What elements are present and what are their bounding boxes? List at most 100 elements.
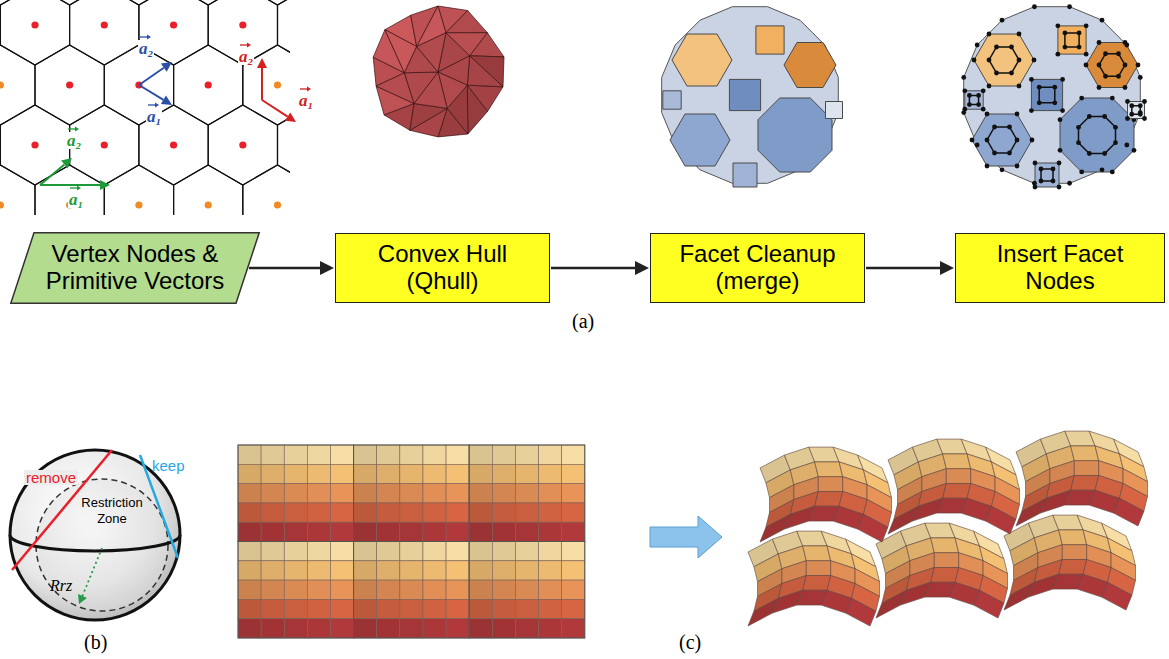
grid-cell	[562, 580, 585, 599]
boundary-point	[274, 81, 281, 88]
deformed-cell	[1102, 582, 1132, 610]
grid-cell	[238, 464, 261, 483]
facet-node	[1084, 52, 1089, 57]
deformed-cell	[803, 546, 831, 561]
grid-cell	[307, 445, 330, 464]
deformed-cell	[818, 477, 842, 492]
facet-node	[1017, 58, 1022, 63]
facet-node	[1076, 125, 1081, 130]
deformed-cell	[1071, 476, 1099, 491]
vector-arrow-mark	[70, 187, 78, 188]
grid-cell	[354, 561, 377, 580]
facet-node	[1017, 32, 1022, 37]
deformed-cell	[1062, 545, 1086, 560]
facet-node	[1102, 151, 1107, 156]
grid-cell	[238, 561, 261, 580]
facet-ring	[1065, 33, 1079, 47]
grid-cell	[354, 580, 377, 599]
deformed-cell	[931, 568, 959, 583]
facet-face	[663, 91, 681, 109]
facet-node	[1009, 45, 1014, 50]
grid-cell	[261, 580, 284, 599]
grid-cell	[446, 522, 469, 541]
hexagon-cell	[0, 0, 69, 65]
hexagon-cell	[208, 0, 277, 65]
deformed-cell	[934, 553, 958, 568]
vertex-node	[1032, 181, 1037, 186]
facet-node	[1063, 31, 1068, 36]
grid-block	[469, 445, 585, 542]
arrowhead	[940, 261, 954, 275]
vector-arrow-mark-head	[75, 127, 79, 132]
grid-cell	[492, 561, 515, 580]
boundary-point	[0, 201, 4, 208]
green-vector-head	[61, 158, 72, 168]
grid-cell	[261, 599, 284, 618]
grid-cell	[238, 445, 261, 464]
grid-cell	[261, 484, 284, 503]
node-label: Insert Facet Nodes	[966, 241, 1154, 295]
grid-cell	[330, 599, 353, 618]
grid-cell	[377, 522, 400, 541]
facet-node	[1129, 112, 1134, 117]
grid-cell	[562, 484, 585, 503]
red-vector	[261, 68, 263, 100]
arrowhead	[635, 261, 649, 275]
restriction-zone-circle	[36, 479, 168, 611]
vertex-node	[1067, 181, 1072, 186]
grid-cell	[307, 542, 330, 561]
annotation-label: keep	[152, 458, 185, 473]
grid-cell	[469, 522, 492, 541]
node-label: Facet Cleanup (merge)	[661, 241, 854, 295]
grid-cell	[400, 542, 423, 561]
facet-node	[1017, 84, 1022, 89]
grid-cell	[423, 464, 446, 483]
grid-cell	[446, 599, 469, 618]
facet-ring	[1099, 54, 1125, 77]
grid-cell	[492, 503, 515, 522]
grid-cell	[307, 619, 330, 638]
grid-cell	[307, 484, 330, 503]
grid-cell	[469, 580, 492, 599]
hull-triangle	[446, 11, 487, 33]
hexagon-cell	[278, 105, 291, 185]
facet-node	[1007, 125, 1012, 130]
hexagon-cell	[35, 0, 104, 5]
grid-cell	[330, 445, 353, 464]
hexagon-cell	[0, 45, 35, 125]
deformed-cell	[1074, 461, 1098, 476]
facet-node	[1129, 103, 1134, 108]
grid-cell	[515, 445, 538, 464]
facet-ring	[1041, 169, 1053, 181]
grid-cell	[469, 445, 492, 464]
grid-cell	[562, 619, 585, 638]
vertex-node	[975, 143, 980, 148]
grid-cell	[446, 580, 469, 599]
grid-cell	[238, 580, 261, 599]
lattice-point	[101, 21, 108, 28]
grid-cell	[492, 464, 515, 483]
grid-cell	[307, 522, 330, 541]
facet-node	[1142, 99, 1147, 104]
facet-node	[1079, 96, 1084, 101]
grid-block	[354, 542, 470, 639]
deformed-cell	[803, 576, 831, 591]
grid-cell	[515, 484, 538, 503]
facet-node	[1052, 100, 1057, 105]
grid-cell	[330, 464, 353, 483]
blue-vector	[139, 85, 163, 100]
grid-cell	[492, 542, 515, 561]
facet-face	[1031, 79, 1062, 110]
facet-face	[729, 79, 760, 110]
facet-node	[981, 107, 986, 112]
grid-cell	[515, 619, 538, 638]
hexagon-cell	[243, 165, 290, 215]
facet-node	[1032, 58, 1037, 63]
deformed-cell	[946, 469, 970, 484]
grid-cell	[330, 484, 353, 503]
grid-cell	[423, 484, 446, 503]
radius-line	[82, 548, 102, 597]
facet-node	[967, 93, 972, 98]
blue-vector-head	[161, 62, 172, 72]
grid-cell	[562, 503, 585, 522]
